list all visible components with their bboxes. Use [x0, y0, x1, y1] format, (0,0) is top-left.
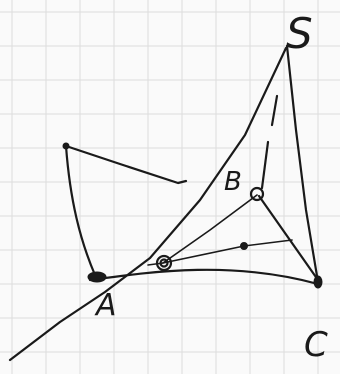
segment-mid-to-b: [162, 194, 258, 264]
edge-s-b: [270, 94, 279, 127]
edge-a-c: [88, 268, 320, 286]
left-face-top: [64, 144, 188, 185]
edge-s-b-lower: [260, 140, 270, 190]
point-on-segment-dot: [240, 242, 248, 250]
left-face-side: [64, 144, 97, 277]
midpoint-ring-outer: [155, 254, 173, 272]
vertex-c-dot: [313, 275, 323, 289]
edge-s-c: [285, 44, 320, 284]
midpoint-ring-inner: [159, 258, 169, 268]
vertex-left-top-dot: [62, 142, 70, 150]
vertex-b-ring: [249, 186, 265, 202]
label-c: C: [304, 325, 328, 365]
label-a: A: [94, 288, 117, 323]
edge-b-c: [257, 194, 320, 282]
line-s-extended: [8, 46, 288, 362]
vertex-a-dot: [87, 271, 107, 283]
label-b: B: [224, 167, 242, 197]
label-s: S: [286, 9, 313, 58]
